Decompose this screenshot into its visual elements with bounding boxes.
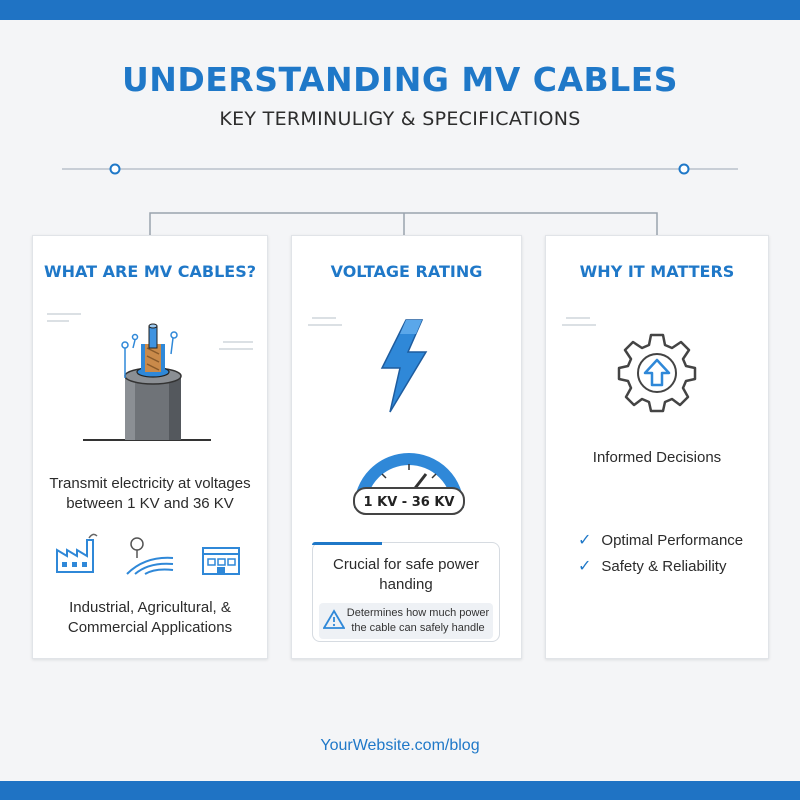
commercial-building-icon [202, 547, 240, 575]
callout-note: Determines how much power the cable can … [319, 603, 493, 639]
card-heading: VOLTAGE RATING [330, 262, 483, 281]
gear-upgrade-icon [617, 333, 697, 413]
callout-accent [312, 542, 382, 545]
callout-note-text: Determines how much power the cable can … [346, 607, 490, 634]
footer-website-link[interactable]: YourWebsite.com/blog [320, 737, 480, 754]
card-heading: WHAT ARE MV CABLES? [44, 262, 256, 281]
checklist-item: ✓Safety & Reliability [578, 558, 727, 575]
check-icon: ✓ [578, 558, 592, 575]
warning-icon [323, 609, 345, 629]
factory-icon [56, 533, 98, 573]
decorative-lines [219, 341, 253, 350]
page-title: UNDERSTANDING MV CABLES [121, 60, 679, 99]
gauge-label: 1 KV - 36 KV [364, 495, 455, 510]
checklist-item: ✓Optimal Performance [578, 532, 744, 549]
card-voltage-rating: VOLTAGE RATING 1 KV - 36 KV Crucial for … [291, 235, 522, 659]
card-heading: WHY IT MATTERS [579, 262, 735, 281]
connector-lines [62, 163, 738, 235]
informed-decisions-text: Informed Decisions [592, 449, 722, 466]
bottom-accent-bar [0, 781, 800, 800]
check-icon: ✓ [578, 532, 592, 549]
decorative-lines [47, 313, 81, 322]
decorative-lines [308, 317, 342, 326]
farm-field-icon [126, 537, 174, 575]
callout-text: Crucial for safe power handing [333, 556, 479, 593]
card-why-it-matters: WHY IT MATTERS Informed Decisions ✓Optim… [545, 235, 769, 659]
lightning-bolt-icon [380, 319, 428, 413]
card-what-are-mv-cables: WHAT ARE MV CABLES? Transmit electricity… [32, 235, 268, 659]
applications-text: Industrial, Agricultural, & Commercial A… [67, 599, 233, 636]
page-subtitle: KEY TERMINULIGY & SPECIFICATIONS [219, 108, 581, 130]
gauge-label-box: 1 KV - 36 KV [353, 487, 465, 515]
top-accent-bar [0, 0, 800, 20]
cable-cross-section-icon [83, 323, 211, 441]
safety-callout: Crucial for safe power handing Determine… [312, 542, 500, 642]
decorative-lines [562, 317, 596, 326]
cable-description: Transmit electricity at voltages between… [49, 475, 251, 512]
